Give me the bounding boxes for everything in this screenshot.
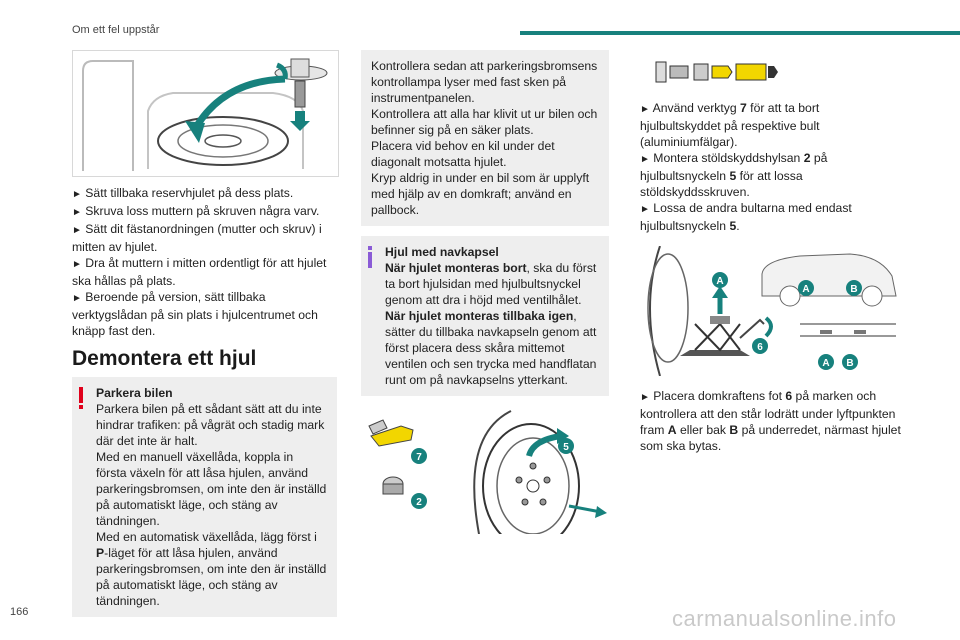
safety-text: Kontrollera att alla har klivit ut ur bi… xyxy=(371,107,598,137)
arrow-icon: ► xyxy=(72,293,82,304)
safety-text: Kryp aldrig in under en bil som är upply… xyxy=(371,171,590,217)
info-box: Hjul med navkapsel När hjulet monteras b… xyxy=(361,236,609,396)
step-item: ► Montera stöldskyddshylsan 2 på hjulbul… xyxy=(640,151,828,199)
arrow-icon: ► xyxy=(72,189,82,200)
warning-text: Parkera bilen på ett sådant sätt att du … xyxy=(96,402,325,448)
label-a: A xyxy=(822,358,829,369)
label-7: 7 xyxy=(416,452,422,463)
loosen-steps: ► Använd verktyg 7 för att ta bort hjulb… xyxy=(640,100,902,234)
label-a: A xyxy=(802,284,809,295)
warning-title: Parkera bilen xyxy=(96,386,173,400)
arrow-icon: ► xyxy=(640,204,650,215)
info-text: När hjulet monteras tillbaka igen, sätte… xyxy=(385,309,597,387)
spare-wheel-illustration xyxy=(72,50,339,177)
reinstall-steps: ► Sätt tillbaka reservhjulet på dess pla… xyxy=(72,185,337,339)
column-right: ► Använd verktyg 7 för att ta bort hjulb… xyxy=(640,54,902,466)
arrow-icon: ► xyxy=(72,207,82,218)
removal-tool-7 xyxy=(368,419,414,447)
safety-text: Kontrollera sedan att parkeringsbromsens… xyxy=(371,59,598,105)
safety-box: Kontrollera sedan att parkeringsbromsens… xyxy=(361,50,609,226)
tool-sequence-illustration xyxy=(650,54,790,90)
scissor-jack xyxy=(680,316,765,356)
jack-step: ► Placera domkraftens fot 6 på marken oc… xyxy=(640,388,902,454)
jack-position-illustration: A 6 A B A B xyxy=(640,245,902,377)
warning-icon xyxy=(79,387,83,409)
step-item: ► Sätt dit fästanordningen (mutter och s… xyxy=(72,222,322,254)
step-item: ► Dra åt muttern i mitten ordentligt för… xyxy=(72,256,327,288)
info-text: När hjulet monteras bort, ska du först t… xyxy=(385,261,597,307)
wheel-tools-illustration: 7 2 5 xyxy=(361,406,609,549)
step-item: ► Sätt tillbaka reservhjulet på dess pla… xyxy=(72,186,294,200)
step-item: ► Placera domkraftens fot 6 på marken oc… xyxy=(640,389,901,454)
step-item: ► Lossa de andra bultarna med endast hju… xyxy=(640,201,852,233)
safety-text: Placera vid behov en kil under det diago… xyxy=(371,139,555,169)
arrow-icon: ► xyxy=(72,259,82,270)
warning-text: Med en automatisk växellåda, lägg först … xyxy=(96,530,327,608)
column-middle: Kontrollera sedan att parkeringsbromsens… xyxy=(361,50,609,549)
arrow-icon: ► xyxy=(640,154,650,165)
watermark: carmanualsonline.info xyxy=(672,606,897,631)
label-a: A xyxy=(716,276,723,287)
label-2: 2 xyxy=(416,497,422,508)
warning-text: Med en manuell växellåda, koppla in förs… xyxy=(96,450,327,528)
column-left: ► Sätt tillbaka reservhjulet på dess pla… xyxy=(72,50,339,617)
header-accent-bar xyxy=(520,31,960,35)
section-heading: Demontera ett hjul xyxy=(72,347,257,370)
label-5: 5 xyxy=(563,442,569,453)
info-icon xyxy=(368,246,372,268)
fastener-assembly xyxy=(274,58,328,131)
step-item: ► Beroende på version, sätt tillbaka ver… xyxy=(72,290,318,338)
arrow-icon: ► xyxy=(72,225,82,236)
label-6: 6 xyxy=(757,342,763,353)
underbody-points xyxy=(800,323,896,337)
step-item: ► Skruva loss muttern på skruven några v… xyxy=(72,204,320,218)
info-title: Hjul med navkapsel xyxy=(385,245,499,259)
label-b: B xyxy=(850,284,857,295)
section-header: Om ett fel uppstår xyxy=(72,24,160,36)
step-item: ► Använd verktyg 7 för att ta bort hjulb… xyxy=(640,101,820,149)
antitheft-socket-2 xyxy=(382,476,404,495)
car-side-view xyxy=(761,253,897,307)
arrow-icon: ► xyxy=(640,104,650,115)
arrow-icon: ► xyxy=(640,392,650,404)
page-number: 166 xyxy=(10,606,29,618)
warning-box: Parkera bilen Parkera bilen på ett sådan… xyxy=(72,377,337,617)
label-b: B xyxy=(846,358,853,369)
